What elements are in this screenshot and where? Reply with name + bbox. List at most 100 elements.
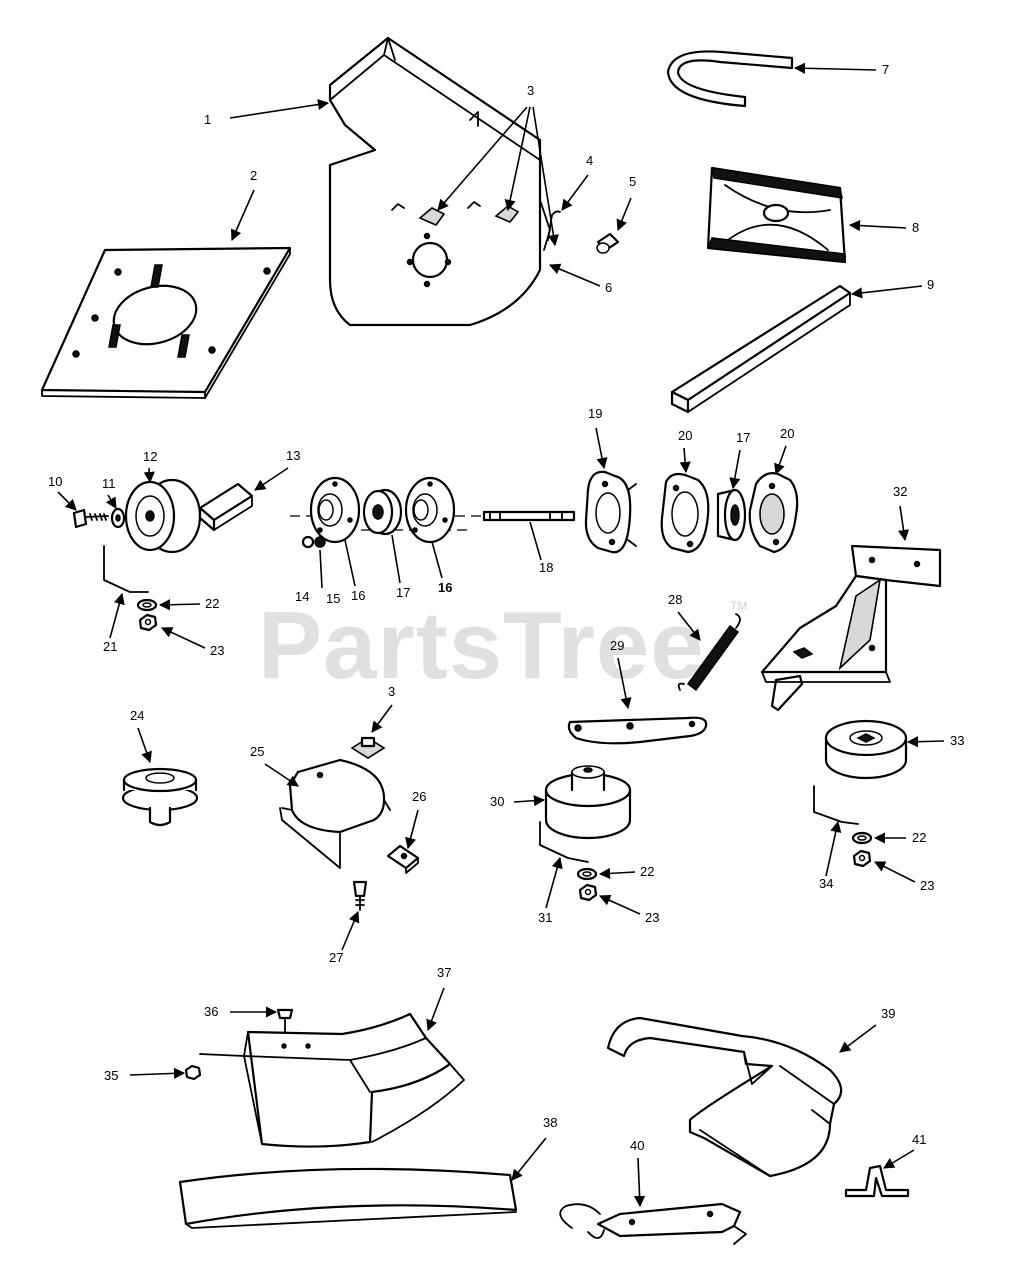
part-1-blower-housing[interactable] bbox=[328, 36, 551, 327]
part-22-washer-middle[interactable] bbox=[576, 867, 598, 881]
part-2-mounting-plate[interactable] bbox=[40, 246, 292, 399]
part-38-chute-tube[interactable] bbox=[178, 1167, 518, 1229]
callout-5-label: 5 bbox=[629, 174, 636, 189]
part-39-deflector[interactable] bbox=[606, 1016, 843, 1178]
part-13-key[interactable] bbox=[198, 482, 254, 532]
part-22-washer-left[interactable] bbox=[136, 598, 158, 612]
part-36-screw[interactable] bbox=[276, 1008, 294, 1033]
part-32-bracket-plate[interactable] bbox=[760, 544, 942, 712]
part-23-nut-right[interactable] bbox=[852, 849, 872, 868]
callout-6-label: 6 bbox=[605, 280, 612, 295]
part-20-flange-left[interactable] bbox=[660, 472, 710, 554]
callout-12: 12 bbox=[143, 449, 157, 484]
part-26-clip[interactable] bbox=[386, 844, 420, 874]
part-11-washer[interactable] bbox=[110, 507, 126, 529]
part-8-impeller[interactable] bbox=[706, 166, 847, 264]
callout-26-label: 26 bbox=[412, 789, 426, 804]
part-4-pin[interactable] bbox=[547, 210, 561, 241]
callout-24: 24 bbox=[130, 708, 152, 764]
callout-15: 15 bbox=[319, 549, 340, 606]
callout-39-label: 39 bbox=[881, 1006, 895, 1021]
part-17-bearing[interactable] bbox=[362, 488, 403, 536]
callout-18: 18 bbox=[529, 521, 553, 575]
callout-16b-label: 16 bbox=[438, 580, 452, 595]
part-29-idler-arm[interactable] bbox=[567, 716, 708, 745]
callout-3-knob: 3 bbox=[371, 684, 395, 733]
part-19-gasket-flange[interactable] bbox=[584, 470, 637, 554]
callout-10: 10 bbox=[48, 474, 77, 511]
part-16-flange-right[interactable] bbox=[404, 476, 456, 544]
part-7-u-strap[interactable] bbox=[666, 50, 794, 108]
callout-16-right: 16 bbox=[431, 541, 452, 595]
callout-36: 36 bbox=[204, 1004, 278, 1019]
part-21-bolt-left[interactable] bbox=[103, 545, 149, 593]
callout-9-label: 9 bbox=[927, 277, 934, 292]
callout-19: 19 bbox=[588, 406, 608, 470]
callout-1: 1 bbox=[204, 98, 330, 127]
callout-37: 37 bbox=[426, 965, 451, 1032]
part-12-pulley[interactable] bbox=[124, 478, 202, 554]
callout-3-label: 3 bbox=[527, 83, 534, 98]
part-28-spring[interactable] bbox=[677, 613, 741, 692]
callout-34: 34 bbox=[819, 820, 842, 891]
callout-14: 14 bbox=[295, 589, 309, 604]
part-24-pulley[interactable] bbox=[121, 767, 199, 827]
callout-8-label: 8 bbox=[912, 220, 919, 235]
part-5-spacer[interactable] bbox=[596, 232, 620, 254]
part-35-nut[interactable] bbox=[184, 1064, 202, 1081]
callout-17a-label: 17 bbox=[396, 585, 410, 600]
part-23-nut-middle[interactable] bbox=[578, 883, 598, 902]
part-31-bolt-middle[interactable] bbox=[539, 821, 589, 863]
part-16-flange-left[interactable] bbox=[309, 476, 361, 544]
callout-12-label: 12 bbox=[143, 449, 157, 464]
callout-23-left: 23 bbox=[160, 627, 224, 658]
callout-27-label: 27 bbox=[329, 950, 343, 965]
part-9-bar[interactable] bbox=[670, 284, 852, 414]
callout-30-label: 30 bbox=[490, 794, 504, 809]
part-3-knob[interactable] bbox=[350, 736, 386, 759]
callout-20-left: 20 bbox=[678, 428, 692, 474]
part-33-pulley[interactable] bbox=[824, 719, 908, 780]
part-40-lever[interactable] bbox=[559, 1202, 747, 1245]
part-15-washer[interactable] bbox=[314, 536, 326, 548]
callout-13: 13 bbox=[254, 448, 300, 491]
callout-38: 38 bbox=[511, 1115, 557, 1181]
callout-9: 9 bbox=[850, 277, 934, 299]
part-23-nut-left[interactable] bbox=[138, 613, 158, 632]
callout-21: 21 bbox=[103, 592, 125, 654]
part-20-flange-right[interactable] bbox=[748, 472, 799, 554]
part-37-chute-elbow[interactable] bbox=[199, 1012, 465, 1148]
callout-4-label: 4 bbox=[586, 153, 593, 168]
part-30-idler-pulley[interactable] bbox=[544, 765, 632, 840]
part-10-bolt[interactable] bbox=[72, 508, 109, 529]
part-25-bracket[interactable] bbox=[279, 758, 391, 869]
callout-17b-label: 17 bbox=[736, 430, 750, 445]
callout-1-label: 1 bbox=[204, 112, 211, 127]
callout-20a-label: 20 bbox=[678, 428, 692, 443]
callout-23b-label: 23 bbox=[645, 910, 659, 925]
callout-14-label: 14 bbox=[295, 589, 309, 604]
part-27-screw[interactable] bbox=[352, 880, 368, 911]
part-41-clip[interactable] bbox=[844, 1164, 910, 1198]
part-18-shaft[interactable] bbox=[482, 510, 576, 522]
callout-41: 41 bbox=[883, 1132, 926, 1169]
callout-32: 32 bbox=[893, 484, 910, 542]
callout-2: 2 bbox=[230, 168, 257, 242]
callout-27: 27 bbox=[329, 910, 360, 965]
callout-25: 25 bbox=[250, 744, 299, 787]
callout-22-middle: 22 bbox=[598, 864, 654, 880]
callout-37-label: 37 bbox=[437, 965, 451, 980]
callout-6: 6 bbox=[548, 263, 612, 295]
callout-41-label: 41 bbox=[912, 1132, 926, 1147]
part-14-nut[interactable] bbox=[301, 535, 315, 549]
callout-36-label: 36 bbox=[204, 1004, 218, 1019]
callout-39: 39 bbox=[839, 1006, 895, 1053]
callout-7: 7 bbox=[793, 62, 889, 77]
part-22-washer-right[interactable] bbox=[851, 831, 873, 845]
part-17-bearing-right[interactable] bbox=[716, 488, 747, 542]
callout-7-label: 7 bbox=[882, 62, 889, 77]
callout-28: 28 bbox=[668, 592, 701, 641]
callout-40-label: 40 bbox=[630, 1138, 644, 1153]
callout-13-label: 13 bbox=[286, 448, 300, 463]
part-34-bolt-right[interactable] bbox=[813, 785, 859, 825]
